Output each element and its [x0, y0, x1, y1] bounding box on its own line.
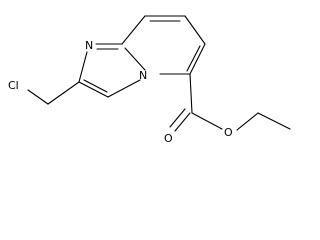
bond-c6-c5	[189, 43, 206, 75]
bond-n1-c2	[78, 51, 88, 83]
atom-labels: N N Cl O O	[8, 39, 233, 145]
atom-chlorine: Cl	[8, 79, 19, 92]
bond-c2-ch2	[47, 81, 80, 105]
bond-c5-carbonyl	[189, 73, 193, 114]
atom-n-bridgehead: N	[139, 69, 147, 82]
bond-c2-c3-inner	[83, 79, 108, 93]
bond-c7-c6	[184, 15, 206, 45]
bond-c3-n4	[107, 79, 141, 98]
molecule-drawing: N N Cl O O	[8, 15, 291, 145]
bond-c6-c5-inner	[186, 45, 201, 72]
bond-c2-c3	[78, 81, 109, 98]
structure-diagram: N N Cl O O	[8, 15, 291, 145]
bond-n4-c8a	[124, 47, 146, 71]
bond-o-ch2	[236, 112, 259, 131]
bond-carbonyl-o-double-b	[169, 108, 186, 128]
atom-carbonyl-oxygen: O	[164, 132, 173, 145]
bonds	[27, 15, 291, 132]
bond-ch2-ch3	[257, 112, 291, 130]
atom-ester-oxygen: O	[224, 126, 233, 139]
bond-ch2-cl	[27, 89, 49, 105]
atom-n-imidazole: N	[85, 39, 93, 52]
bond-carbonyl-o-double-a	[174, 112, 191, 132]
bond-c8a-c8	[121, 15, 146, 45]
bond-carbonyl-o-ester	[191, 112, 223, 130]
